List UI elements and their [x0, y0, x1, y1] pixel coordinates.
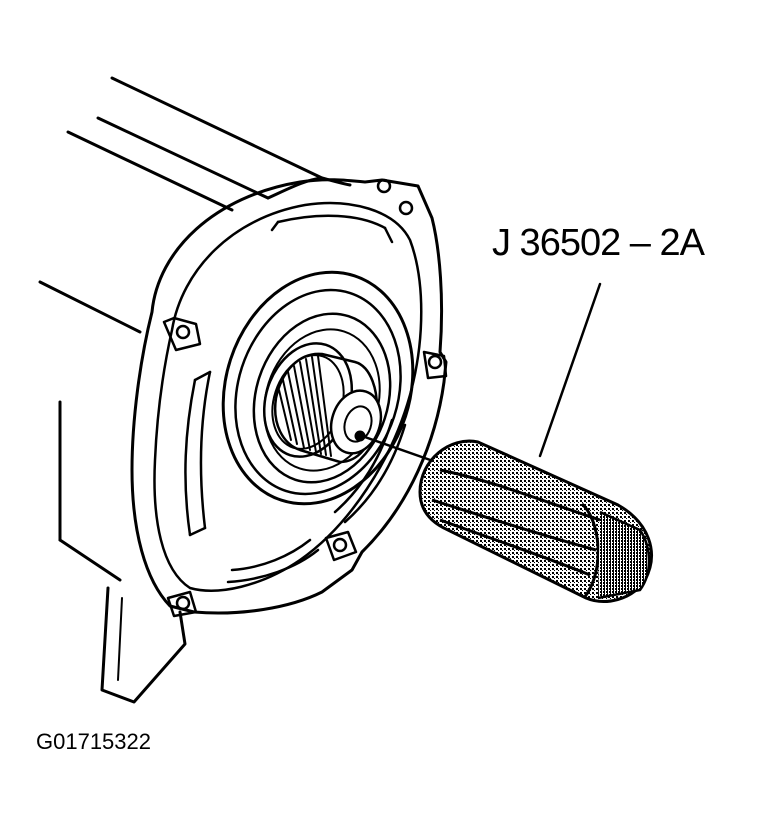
flange-inner: [153, 201, 423, 592]
tool-callout-label: J 36502 – 2A: [492, 222, 705, 264]
leader-line: [538, 282, 602, 458]
install-path-line: [360, 434, 438, 464]
flange-outer: [130, 178, 448, 615]
lower-bracket: [100, 586, 187, 704]
flange-ribs: [184, 214, 407, 584]
retainer-rings: [221, 270, 415, 506]
figure-id: G01715322: [36, 729, 151, 754]
shaft-splines: [278, 355, 332, 457]
case-body-lines: [38, 76, 352, 582]
bolt-bosses: [162, 178, 448, 618]
tool-shading: [431, 468, 601, 577]
seal-installer-tool: [418, 439, 653, 603]
